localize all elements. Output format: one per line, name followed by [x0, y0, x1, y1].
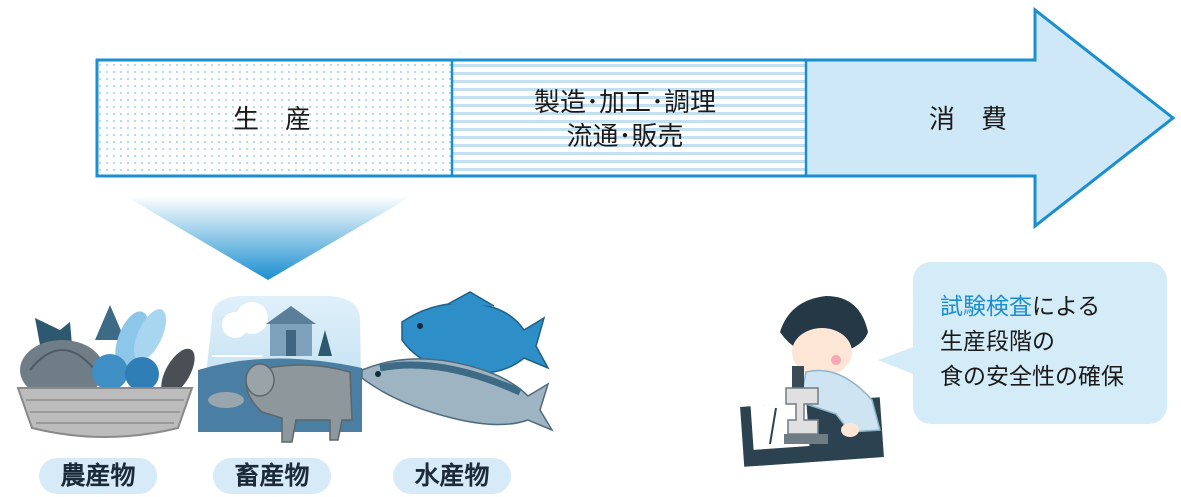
callout-bubble	[913, 262, 1167, 424]
cattle-farm-icon	[198, 296, 362, 443]
product-label-livestock: 畜産物	[213, 458, 331, 494]
callout-line-1: 試験検査による	[940, 290, 1160, 325]
arrow-outline	[95, 6, 1176, 230]
stage-production-box	[97, 60, 452, 176]
fish-icon	[361, 291, 554, 432]
stage-processing-box	[452, 60, 806, 176]
callout-line-3: 食の安全性の確保	[940, 364, 1124, 390]
callout-line-1-rest: による	[1032, 294, 1101, 320]
callout-tail	[878, 346, 918, 376]
stage-processing-label-2: 流通･販売	[566, 122, 683, 152]
stage-processing-label-1: 製造･加工･調理	[534, 88, 716, 118]
product-label-fishery: 水産物	[393, 458, 511, 494]
product-label-agriculture: 農産物	[39, 458, 157, 494]
stage-consumption-box	[806, 10, 1173, 226]
stage-production-label: 生 産	[233, 105, 311, 135]
callout-line-2: 生産段階の	[940, 329, 1055, 355]
vegetable-basket-icon	[16, 305, 195, 438]
process-arrow: 生 産 製造･加工･調理 流通･販売 消 費	[95, 6, 1176, 230]
scientist-microscope-icon	[740, 296, 884, 467]
callout-highlight: 試験検査	[940, 294, 1032, 320]
callout-text: 試験検査による 生産段階の 食の安全性の確保	[940, 290, 1160, 395]
down-triangle	[125, 196, 412, 280]
stage-consumption-label: 消 費	[929, 105, 1007, 135]
